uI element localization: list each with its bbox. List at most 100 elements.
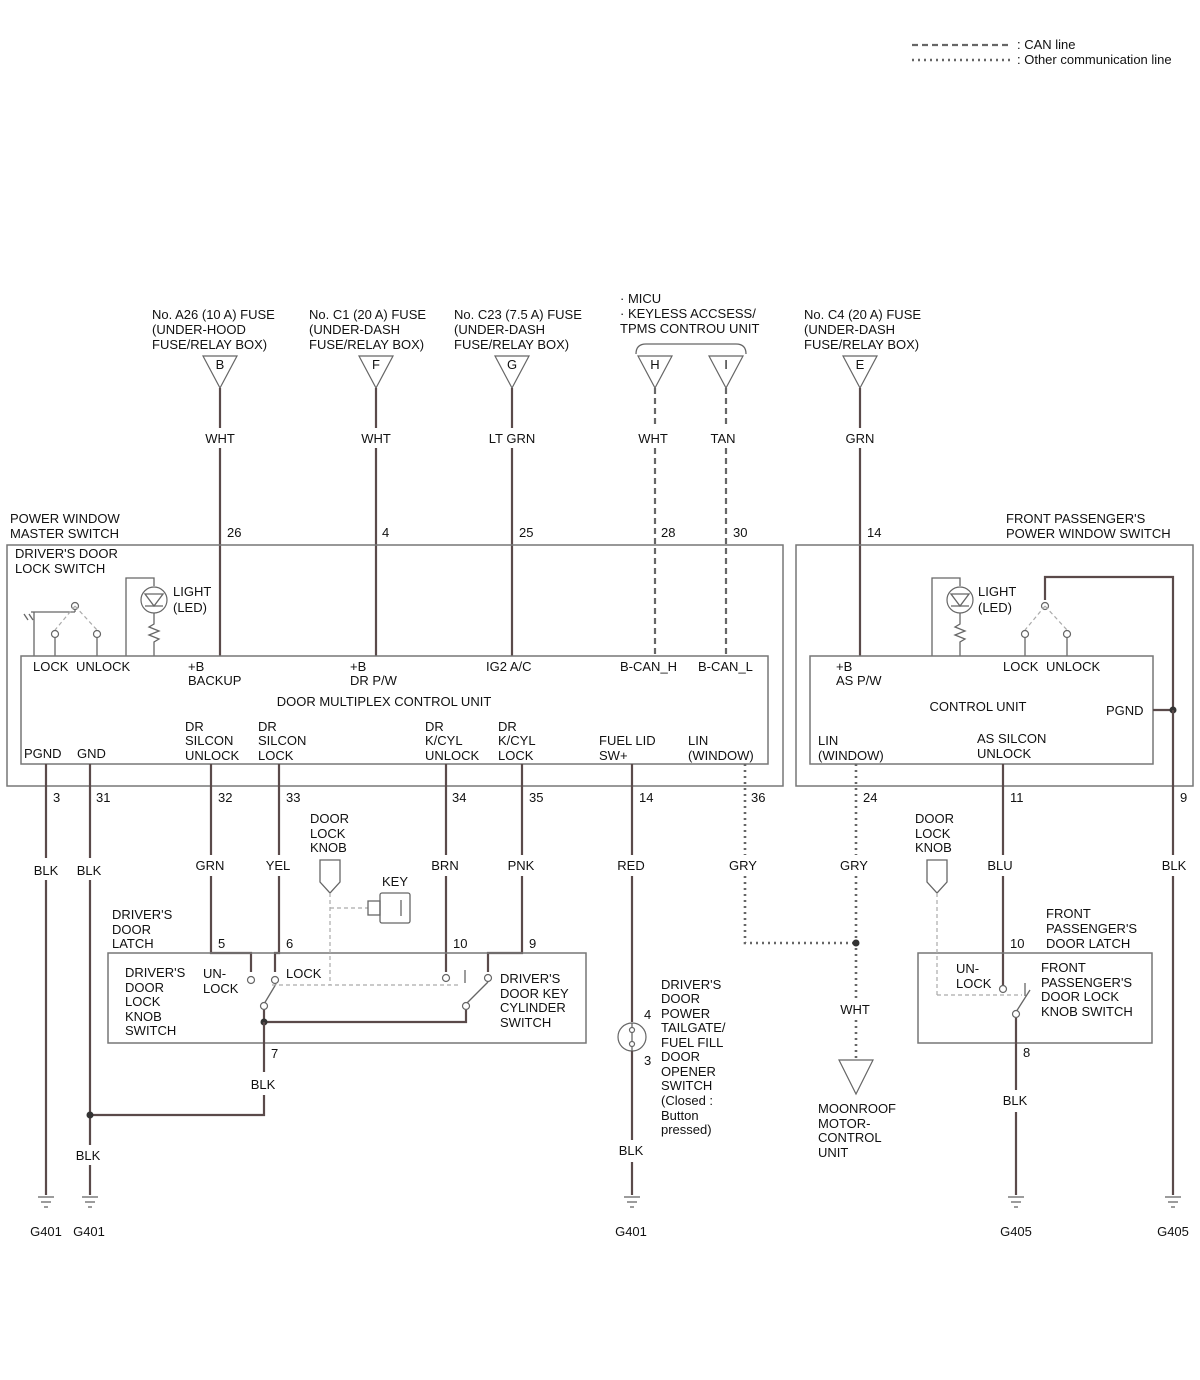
driver-latch-title-2: DOOR <box>112 922 151 937</box>
passenger-switch-title-2: POWER WINDOW SWITCH <box>1006 526 1171 541</box>
connector-i-shape <box>708 355 744 390</box>
ground-hatch-2 <box>28 613 34 621</box>
moonroof-motor-control-unit: MOONROOF MOTOR- CONTROL UNIT <box>818 1059 896 1160</box>
wire-latch7-b <box>90 1095 266 1117</box>
latch-common-bus <box>262 1010 468 1024</box>
pin-14: 14 <box>639 790 653 805</box>
ground-g405-b: G405 <box>1157 1196 1189 1239</box>
pin-31: 31 <box>96 790 110 805</box>
fuse-c4-box: FUSE/RELAY BOX) <box>804 337 919 352</box>
connector-g-shape <box>494 355 530 390</box>
key-cyl-label-1: DRIVER'S <box>500 971 561 986</box>
pcu-lin-2: (WINDOW) <box>818 748 884 763</box>
wire-color-p14: RED <box>617 858 644 873</box>
micu-label: · MICU <box>620 291 661 306</box>
source-micu: · MICU · KEYLESS ACCSESS/ TPMS CONTROU U… <box>620 291 759 355</box>
dmcu-silcon-lock-3: LOCK <box>258 748 294 763</box>
passenger-lock-arm <box>1024 605 1046 631</box>
micu-bracket <box>635 343 747 355</box>
dmcu-ig2: IG2 A/C <box>486 659 532 674</box>
tpms-label: TPMS CONTROU UNIT <box>620 321 759 336</box>
connector-f-label: F <box>372 357 380 372</box>
lock-switch-arm-lock <box>54 605 76 631</box>
source-fuse-c1: No. C1 (20 A) FUSE (UNDER-DASH FUSE/RELA… <box>309 307 426 352</box>
opener-label-4: TAILGATE/ <box>661 1020 726 1035</box>
key-cyl-label-2: DOOR KEY <box>500 986 569 1001</box>
opener-switch-dot-1 <box>628 1026 636 1034</box>
dmcu-kcyl-lock-2: K/CYL <box>498 733 536 748</box>
pin-3: 3 <box>53 790 60 805</box>
master-switch-box <box>6 544 784 787</box>
passenger-knob-unlock-contact <box>998 984 1008 994</box>
passenger-door-lock-knob-3: KNOB <box>915 840 952 855</box>
driver-latch-box <box>107 952 587 1044</box>
unlock-contact <box>92 629 102 639</box>
master-bottom-wires: 3 31 32 33 34 35 14 36 BLK BLK BLK GRN Y… <box>34 764 856 1195</box>
passenger-door-lock-knob-1: DOOR <box>915 811 954 826</box>
pin-33: 33 <box>286 790 300 805</box>
dmcu-bp-drpw-2: DR P/W <box>350 673 398 688</box>
legend-other-label: : Other communication line <box>1017 52 1172 67</box>
knob-switch-blade <box>263 983 277 1005</box>
passenger-latch-unlock-2: LOCK <box>956 976 992 991</box>
pin-34: 34 <box>452 790 466 805</box>
connector-g-label: G <box>507 357 517 372</box>
door-multiplex-control-unit <box>20 655 769 765</box>
pin-28: 28 <box>661 525 675 540</box>
passenger-latch-unlock-1: UN- <box>956 961 979 976</box>
passenger-door-lock-knob-icon <box>926 859 948 894</box>
dmcu-bcan-l: B-CAN_L <box>698 659 753 674</box>
light-led-diode <box>143 593 165 608</box>
connector-f-shape <box>358 355 394 390</box>
passenger-light-wire <box>931 577 961 656</box>
passenger-latch-title-2: PASSENGER'S <box>1046 921 1137 936</box>
connector-h: H <box>637 355 673 390</box>
opener-label-6: DOOR <box>661 1049 700 1064</box>
passenger-switch-box <box>795 544 1194 787</box>
moonroof-label-2: MOTOR- <box>818 1116 870 1131</box>
dmcu-kcyl-unlock-2: K/CYL <box>425 733 463 748</box>
latch-pin-7: 7 <box>271 1046 278 1061</box>
pin-14-top: 14 <box>867 525 881 540</box>
wire-color-latch8: BLK <box>1003 1093 1028 1108</box>
wire-color-p33: YEL <box>266 858 291 873</box>
wire-color-p32: GRN <box>196 858 225 873</box>
wire-color-h: WHT <box>638 431 668 446</box>
passenger-light-resistor <box>953 613 967 656</box>
wire-p36-b <box>743 876 856 945</box>
lin-junction <box>852 939 860 947</box>
connector-i: I <box>708 355 744 390</box>
opener-label-2: DOOR <box>661 991 700 1006</box>
latch-pin-5: 5 <box>218 936 225 951</box>
pcu-bp-2: AS P/W <box>836 673 882 688</box>
fuse-c1-location: (UNDER-DASH <box>309 322 400 337</box>
wire-color-p3: BLK <box>34 863 59 878</box>
latch7-gnd-junction <box>86 1111 94 1119</box>
ground-g401-a: G401 <box>30 1196 62 1239</box>
kcyl-lock-contact <box>483 973 493 983</box>
opener-label-1: DRIVER'S <box>661 977 722 992</box>
fuse-c23-location: (UNDER-DASH <box>454 322 545 337</box>
door-lock-knob-3: KNOB <box>310 840 347 855</box>
wire-color-p11: BLU <box>987 858 1012 873</box>
pin-4: 4 <box>382 525 389 540</box>
opener-pin-3: 3 <box>644 1053 651 1068</box>
wire-color-p31: BLK <box>77 863 102 878</box>
wire-color-g: LT GRN <box>489 431 535 446</box>
wire-color-i: TAN <box>710 431 735 446</box>
pin-30: 30 <box>733 525 747 540</box>
connector-i-label: I <box>724 357 728 372</box>
pcu-unlock: UNLOCK <box>1046 659 1101 674</box>
dmcu-bcan-h: B-CAN_H <box>620 659 677 674</box>
wire-p35-b <box>486 876 524 972</box>
fuse-a26-label: No. A26 (10 A) FUSE <box>152 307 275 322</box>
legend: : CAN line : Other communication line <box>912 37 1172 67</box>
ground-label-g405-a: G405 <box>1000 1224 1032 1239</box>
ground-g401-b: G401 <box>73 1196 105 1239</box>
grounds: G401 G401 G401 G405 G405 <box>30 1196 1189 1239</box>
moonroof-label-1: MOONROOF <box>818 1101 896 1116</box>
kcyl-unlock-contact <box>441 973 451 983</box>
knob-pivot <box>259 1001 269 1011</box>
pin-24: 24 <box>863 790 877 805</box>
passenger-latch-pin-10: 10 <box>1010 936 1024 951</box>
